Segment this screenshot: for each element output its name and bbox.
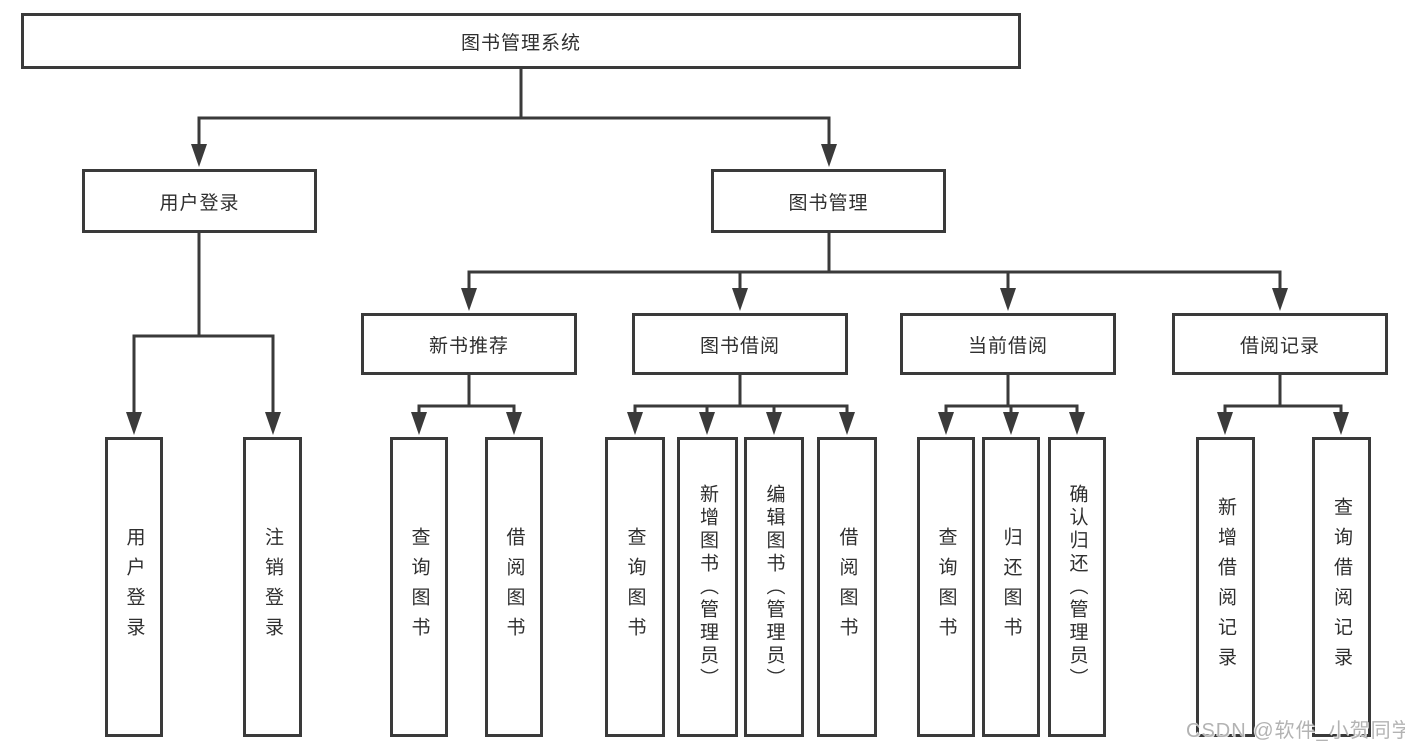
node-book-management-label: 图书管理 xyxy=(788,192,869,214)
node-user-login: 用户登录 xyxy=(105,437,163,737)
node-logout-label: 注销登录 xyxy=(262,527,283,647)
node-borrow-records-label: 借阅记录 xyxy=(1239,335,1320,357)
node-user-login-group-label: 用户登录 xyxy=(159,192,240,214)
node-return-books: 归还图书 xyxy=(982,437,1040,737)
node-system-root: 图书管理系统 xyxy=(21,13,1021,69)
node-return-books-label: 归还图书 xyxy=(1000,527,1022,647)
node-current-borrow: 当前借阅 xyxy=(900,313,1116,375)
node-user-login-group: 用户登录 xyxy=(82,169,317,233)
node-borrow-books-recommend-label: 借阅图书 xyxy=(503,527,525,647)
node-query-borrow-record-label: 查询借阅记录 xyxy=(1331,497,1352,677)
node-borrow-books-recommend: 借阅图书 xyxy=(485,437,543,737)
node-new-book-recommend-label: 新书推荐 xyxy=(428,335,509,357)
node-query-books-recommend-label: 查询图书 xyxy=(408,527,430,647)
node-add-books-admin-label: 新增图书（管理员） xyxy=(697,483,718,691)
node-logout: 注销登录 xyxy=(243,437,302,737)
node-borrow-books-borrow-label: 借阅图书 xyxy=(836,527,858,647)
node-book-borrow: 图书借阅 xyxy=(632,313,848,375)
node-system-root-label: 图书管理系统 xyxy=(460,32,581,54)
node-add-borrow-record: 新增借阅记录 xyxy=(1196,437,1255,737)
node-add-borrow-record-label: 新增借阅记录 xyxy=(1215,497,1236,677)
node-add-books-admin: 新增图书（管理员） xyxy=(677,437,738,737)
node-current-borrow-label: 当前借阅 xyxy=(967,335,1048,357)
node-confirm-return-admin-label: 确认归还（管理员） xyxy=(1066,483,1088,691)
node-user-login-label: 用户登录 xyxy=(123,527,145,647)
node-edit-books-admin-label: 编辑图书（管理员） xyxy=(763,483,785,691)
node-query-books-recommend: 查询图书 xyxy=(390,437,448,737)
node-confirm-return-admin: 确认归还（管理员） xyxy=(1048,437,1106,737)
watermark: CSDN @软件_小贺同学 xyxy=(1186,720,1405,742)
arrowheads xyxy=(126,144,1349,435)
node-query-books-borrow: 查询图书 xyxy=(605,437,665,737)
node-new-book-recommend: 新书推荐 xyxy=(361,313,577,375)
node-borrow-books-borrow: 借阅图书 xyxy=(817,437,877,737)
node-book-borrow-label: 图书借阅 xyxy=(699,335,780,357)
node-query-books-current-label: 查询图书 xyxy=(935,527,957,647)
node-query-books-current: 查询图书 xyxy=(917,437,975,737)
node-edit-books-admin: 编辑图书（管理员） xyxy=(744,437,804,737)
node-query-books-borrow-label: 查询图书 xyxy=(624,527,646,647)
node-query-borrow-record: 查询借阅记录 xyxy=(1312,437,1371,737)
node-book-management: 图书管理 xyxy=(711,169,946,233)
node-borrow-records: 借阅记录 xyxy=(1172,313,1388,375)
